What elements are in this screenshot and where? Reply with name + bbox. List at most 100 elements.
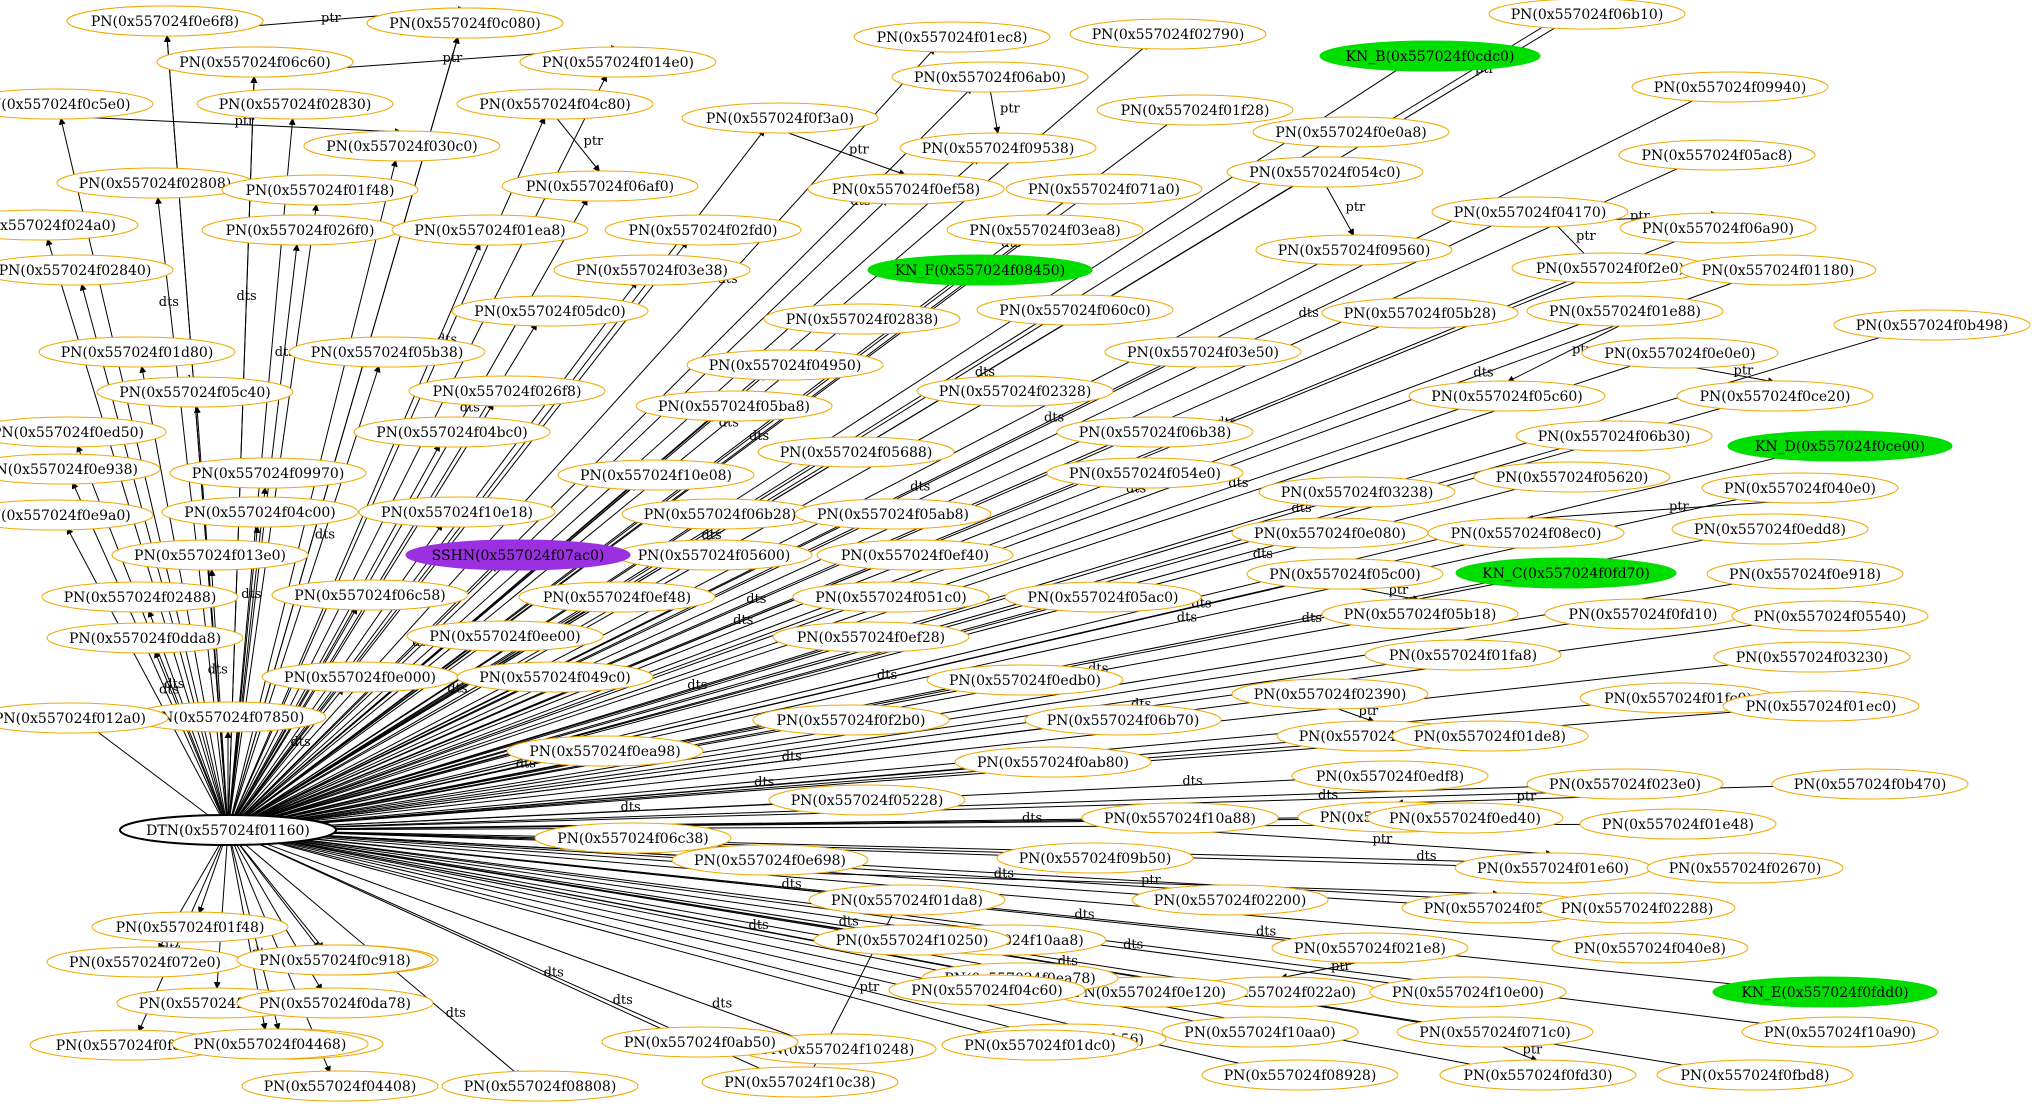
kn-c-node[interactable]: KN_C(0x557024f0fd70) — [1455, 557, 1677, 589]
pn-node[interactable]: PN(0x557024f04468) — [171, 1028, 369, 1060]
pn-node[interactable]: PN(0x557024f071c0) — [1396, 1016, 1594, 1048]
kn-b-node[interactable]: KN_B(0x557024f0cdc0) — [1319, 40, 1541, 72]
pn-node[interactable]: PN(0x557024f01ec0) — [1722, 690, 1920, 722]
pn-node[interactable]: PN(0x557024f03230) — [1713, 641, 1911, 673]
pn-node[interactable]: PN(0x557024f10c38) — [701, 1066, 899, 1098]
pn-node[interactable]: PN(0x557024f10250) — [813, 924, 1011, 956]
pn-node[interactable]: PN(0x557024f09560) — [1255, 234, 1453, 266]
kn-f-node[interactable]: KN_F(0x557024f08450) — [867, 254, 1093, 286]
pn-node[interactable]: PN(0x557024f0ee00) — [406, 620, 604, 652]
pn-node[interactable]: PN(0x557024f0ef58) — [807, 173, 1005, 205]
pn-node[interactable]: PN(0x557024f10e08) — [557, 459, 755, 491]
pn-node[interactable]: PN(0x557024f013e0) — [111, 539, 309, 571]
pn-node[interactable]: PN(0x557024f01da8) — [808, 884, 1006, 916]
pn-node[interactable]: PN(0x557024f051c0) — [792, 581, 990, 613]
pn-node[interactable]: PN(0x557024f02840) — [0, 254, 174, 286]
pn-node[interactable]: PN(0x557024f0e000) — [261, 661, 459, 693]
pn-node[interactable]: PN(0x557024f04408) — [241, 1070, 439, 1102]
pn-node[interactable]: PN(0x557024f02200) — [1131, 884, 1329, 916]
pn-node[interactable]: PN(0x557024f0f2e0) — [1511, 252, 1709, 284]
pn-node[interactable]: PN(0x557024f040e0) — [1701, 472, 1899, 504]
pn-node[interactable]: PN(0x557024f021e8) — [1271, 932, 1469, 964]
pn-node[interactable]: PN(0x557024f02838) — [763, 303, 961, 335]
pn-node[interactable]: PN(0x557024f06b30) — [1515, 420, 1713, 452]
pn-node[interactable]: PN(0x557024f01d80) — [38, 336, 236, 368]
pn-node[interactable]: PN(0x557024f08928) — [1201, 1059, 1399, 1091]
pn-node[interactable]: PN(0x557024f06b70) — [1024, 704, 1222, 736]
pn-node[interactable]: PN(0x557024f06ab0) — [891, 61, 1089, 93]
pn-node[interactable]: PN(0x557024f05620) — [1473, 461, 1671, 493]
pn-node[interactable]: PN(0x557024f10e18) — [358, 496, 556, 528]
pn-node[interactable]: PN(0x557024f023e0) — [1526, 768, 1724, 800]
pn-node[interactable]: PN(0x557024f02790) — [1069, 18, 1267, 50]
pn-node[interactable]: PN(0x557024f0ef28) — [772, 621, 970, 653]
pn-node[interactable]: PN(0x557024f06b28) — [621, 498, 819, 530]
dtn-root-node[interactable]: DTN(0x557024f01160) — [119, 814, 337, 846]
pn-node[interactable]: PN(0x557024f01ec8) — [853, 21, 1051, 53]
pn-node[interactable]: PN(0x557024f049c0) — [456, 661, 654, 693]
pn-node[interactable]: PN(0x557024f0f3a0) — [681, 102, 879, 134]
pn-node[interactable]: PN(0x557024f05b28) — [1321, 297, 1519, 329]
pn-node[interactable]: PN(0x557024f0ef40) — [816, 539, 1014, 571]
pn-node[interactable]: PN(0x557024f01ea8) — [391, 214, 589, 246]
pn-node[interactable]: PN(0x557024f04c80) — [456, 88, 654, 120]
pn-node[interactable]: PN(0x557024f04170) — [1431, 196, 1629, 228]
pn-node[interactable]: PN(0x557024f09970) — [169, 457, 367, 489]
pn-node[interactable]: PN(0x557024f030c0) — [303, 130, 501, 162]
pn-node[interactable]: PN(0x557024f071a0) — [1005, 173, 1203, 205]
pn-node[interactable]: PN(0x557024f0edb0) — [926, 664, 1124, 696]
pn-node[interactable]: PN(0x557024f05c00) — [1246, 558, 1444, 590]
pn-node[interactable]: PN(0x557024f06c58) — [271, 579, 469, 611]
pn-node[interactable]: PN(0x557024f08ec0) — [1427, 517, 1625, 549]
pn-node[interactable]: PN(0x557024f0e938) — [0, 453, 161, 485]
pn-node[interactable]: PN(0x557024f04c60) — [888, 974, 1086, 1006]
pn-node[interactable]: PN(0x557024f06b38) — [1056, 416, 1254, 448]
pn-node[interactable]: PN(0x557024f01180) — [1679, 254, 1877, 286]
pn-node[interactable]: PN(0x557024f0c918) — [236, 944, 434, 976]
pn-node[interactable]: PN(0x557024f0c5e0) — [0, 88, 154, 120]
pn-node[interactable]: PN(0x557024f0c080) — [366, 7, 564, 39]
pn-node[interactable]: PN(0x557024f0edf8) — [1291, 760, 1489, 792]
pn-node[interactable]: PN(0x557024f0e0e0) — [1581, 337, 1779, 369]
pn-node[interactable]: PN(0x557024f01f28) — [1096, 94, 1294, 126]
pn-node[interactable]: PN(0x557024f0ed40) — [1366, 802, 1564, 834]
pn-node[interactable]: PN(0x557024f09538) — [899, 132, 1097, 164]
pn-node[interactable]: PN(0x557024f02328) — [916, 375, 1114, 407]
pn-node[interactable]: PN(0x557024f0fd30) — [1439, 1059, 1637, 1091]
pn-node[interactable]: PN(0x557024f060c0) — [976, 294, 1174, 326]
pn-node[interactable]: PN(0x557024f06a90) — [1619, 212, 1817, 244]
pn-node[interactable]: PN(0x557024f06c60) — [156, 46, 354, 78]
pn-node[interactable]: PN(0x557024f040e8) — [1551, 932, 1749, 964]
pn-node[interactable]: PN(0x557024f02288) — [1538, 892, 1736, 924]
pn-node[interactable]: PN(0x557024f01e48) — [1579, 808, 1777, 840]
pn-node[interactable]: PN(0x557024f026f0) — [201, 214, 399, 246]
pn-node[interactable]: PN(0x557024f01e60) — [1454, 852, 1652, 884]
pn-node[interactable]: PN(0x557024f0edd8) — [1671, 513, 1869, 545]
pn-node[interactable]: PN(0x557024f0e698) — [671, 844, 869, 876]
pn-node[interactable]: PN(0x557024f05688) — [757, 436, 955, 468]
pn-node[interactable]: PN(0x557024f0da78) — [236, 987, 434, 1019]
pn-node[interactable]: PN(0x557024f02670) — [1646, 852, 1844, 884]
pn-node[interactable]: PN(0x557024f05ac0) — [1004, 581, 1202, 613]
pn-node[interactable]: PN(0x557024f0b470) — [1771, 768, 1969, 800]
pn-node[interactable]: PN(0x557024f05b18) — [1321, 598, 1519, 630]
pn-node[interactable]: PN(0x557024f03ea8) — [946, 214, 1144, 246]
pn-node[interactable]: PN(0x557024f05c60) — [1408, 380, 1606, 412]
pn-node[interactable]: PN(0x557024f05c40) — [96, 376, 294, 408]
pn-node[interactable]: PN(0x557024f0e918) — [1706, 558, 1904, 590]
pn-node[interactable]: PN(0x557024f05228) — [768, 784, 966, 816]
pn-node[interactable]: PN(0x557024f0e6f8) — [66, 5, 264, 37]
pn-node[interactable]: PN(0x557024f04c00) — [161, 496, 359, 528]
pn-node[interactable]: PN(0x557024f02fd0) — [604, 214, 802, 246]
pn-node[interactable]: PN(0x557024f03e38) — [553, 254, 751, 286]
pn-node[interactable]: PN(0x557024f10aa0) — [1161, 1016, 1359, 1048]
pn-node[interactable]: PN(0x557024f054c0) — [1226, 156, 1424, 188]
pn-node[interactable]: PN(0x557024f02390) — [1231, 678, 1429, 710]
pn-node[interactable]: PN(0x557024f10a88) — [1081, 802, 1279, 834]
pn-node[interactable]: PN(0x557024f01fa8) — [1364, 639, 1562, 671]
pn-node[interactable]: PN(0x557024f0dda8) — [46, 622, 244, 654]
pn-node[interactable]: PN(0x557024f01f48) — [91, 911, 289, 943]
pn-node[interactable]: PN(0x557024f0e0a8) — [1252, 116, 1450, 148]
pn-node[interactable]: PN(0x557024f0b498) — [1833, 309, 2031, 341]
pn-node[interactable]: PN(0x557024f0fd10) — [1544, 598, 1742, 630]
